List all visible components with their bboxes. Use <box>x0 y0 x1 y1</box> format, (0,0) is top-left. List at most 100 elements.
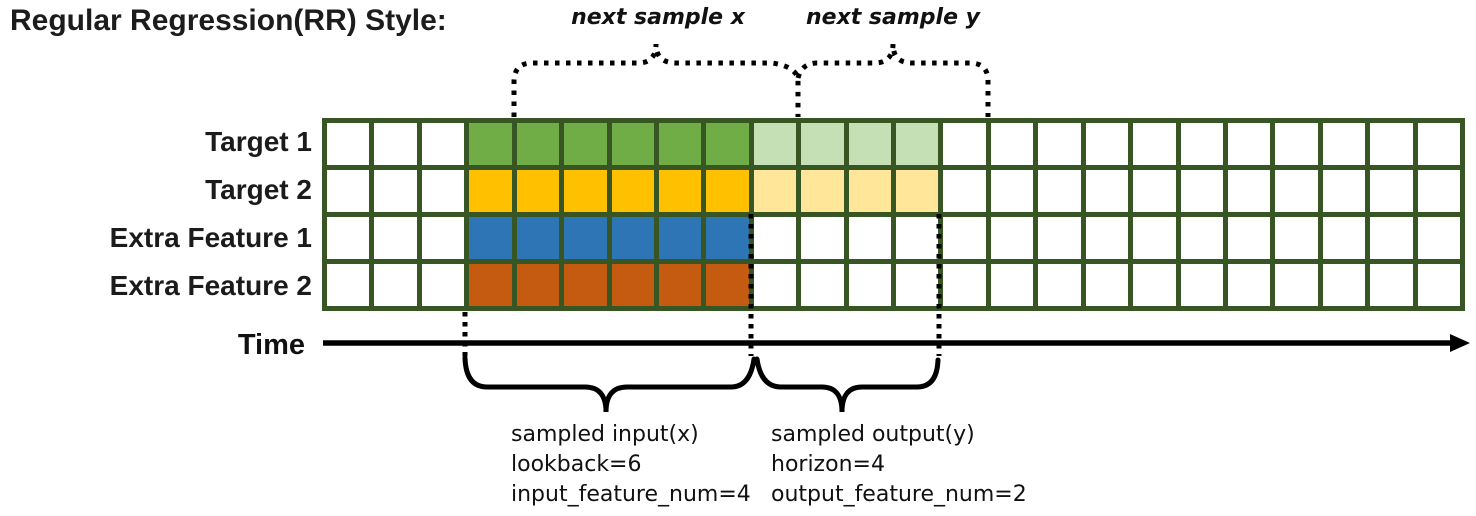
grid-cell-lightGreen <box>753 123 797 165</box>
grid-cell-white <box>1275 217 1318 259</box>
grid-cell-white <box>1275 170 1318 212</box>
grid-cell-white <box>1038 217 1081 259</box>
grid-cell-white <box>421 170 465 212</box>
grid-cell-white <box>1180 170 1223 212</box>
grid-cell-white <box>1180 217 1223 259</box>
sampled-output-brace <box>754 356 941 413</box>
grid-cell-white <box>1133 123 1176 165</box>
grid-cell-white <box>1417 264 1460 306</box>
grid-cell-white <box>374 123 417 165</box>
grid-cell-white <box>1180 123 1223 165</box>
next-sample-x-label: next sample x <box>571 5 745 30</box>
grid-cell-green <box>564 123 607 165</box>
diagram-title: Regular Regression(RR) Style: <box>10 4 447 37</box>
grid-cell-white <box>801 264 844 306</box>
grid-cell-white <box>1370 217 1413 259</box>
grid-cell-green <box>611 123 654 165</box>
grid-cell-green <box>658 123 702 165</box>
row-label-target-2: Target 2 <box>205 174 312 205</box>
grid-cell-lightYellow <box>753 170 797 212</box>
grid-cell-white <box>1417 217 1460 259</box>
grid-cell-white <box>1322 217 1366 259</box>
grid-cell-white <box>943 123 986 165</box>
grid-cell-white <box>1227 123 1271 165</box>
grid-cell-white <box>421 123 465 165</box>
grid-cell-yellow <box>658 170 702 212</box>
grid-cell-white <box>1275 123 1318 165</box>
grid-cell-white <box>1275 264 1318 306</box>
grid-cell-white <box>1133 170 1176 212</box>
grid-cell-blue <box>516 217 560 259</box>
grid-cell-white <box>374 170 417 212</box>
grid-cell-white <box>1370 123 1413 165</box>
time-axis-label: Time <box>237 329 305 361</box>
grid-cell-green <box>516 123 560 165</box>
grid-cell-white <box>421 264 465 306</box>
grid-cell-yellow <box>564 170 607 212</box>
next-sample-y-brace <box>795 43 991 117</box>
grid-cell-yellow <box>469 170 512 212</box>
grid-cell-white <box>1322 264 1366 306</box>
grid-cell-white <box>1085 217 1129 259</box>
grid-cell-yellow <box>611 170 654 212</box>
grid-cell-white <box>1038 170 1081 212</box>
grid-cell-white <box>1133 217 1176 259</box>
sampled-output-annotation: sampled output(y) horizon=4 output_featu… <box>771 420 1027 510</box>
grid-cell-white <box>1370 264 1413 306</box>
grid-cell-lightYellow <box>848 170 891 212</box>
grid-cell-blue <box>611 217 654 259</box>
grid-cell-white <box>943 217 986 259</box>
grid-cell-white <box>1370 170 1413 212</box>
grid-cell-white <box>1417 170 1460 212</box>
grid-cell-white <box>1085 123 1129 165</box>
input-feature-num-value: input_feature_num=4 <box>511 482 751 507</box>
grid-cell-blue <box>706 217 749 259</box>
sampled-input-title: sampled input(x) <box>511 422 699 447</box>
grid-cell-orange <box>564 264 607 306</box>
sampled-output-title: sampled output(y) <box>771 422 975 447</box>
grid-cell-lightYellow <box>801 170 844 212</box>
grid-cell-white <box>990 264 1034 306</box>
grid-cell-white <box>327 123 370 165</box>
next-sample-y-label: next sample y <box>805 5 981 30</box>
lookback-value: lookback=6 <box>511 452 642 477</box>
grid-cell-orange <box>611 264 654 306</box>
grid-cell-white <box>374 217 417 259</box>
grid-cell-white <box>753 264 797 306</box>
grid-cell-white <box>990 217 1034 259</box>
grid-cell-blue <box>658 217 702 259</box>
grid-cell-white <box>1227 264 1271 306</box>
grid-cell-white <box>990 123 1034 165</box>
horizon-value: horizon=4 <box>771 452 885 477</box>
grid-cell-white <box>1322 170 1366 212</box>
grid-cell-white <box>1085 264 1129 306</box>
grid-cell-green <box>706 123 749 165</box>
grid-cell-white <box>1085 170 1129 212</box>
grid-cell-orange <box>469 264 512 306</box>
grid-cell-white <box>421 217 465 259</box>
grid-cell-white <box>1038 264 1081 306</box>
grid-cell-white <box>848 217 891 259</box>
grid-cell-white <box>1227 170 1271 212</box>
grid-cell-white <box>327 217 370 259</box>
grid-cell-orange <box>706 264 749 306</box>
grid-cell-white <box>848 264 891 306</box>
grid-cell-white <box>1322 123 1366 165</box>
grid-cell-blue <box>469 217 512 259</box>
grid-cell-white <box>801 217 844 259</box>
grid-cell-lightGreen <box>801 123 844 165</box>
grid-cell-white <box>896 264 939 306</box>
next-sample-x-brace <box>511 43 801 117</box>
grid-cell-white <box>1417 123 1460 165</box>
grid-cell-lightGreen <box>848 123 891 165</box>
grid-cell-white <box>1227 217 1271 259</box>
grid-cell-white <box>1180 264 1223 306</box>
grid-cell-white <box>327 170 370 212</box>
grid-cell-white <box>896 217 939 259</box>
grid-cell-white <box>1038 123 1081 165</box>
grid-cell-white <box>1133 264 1176 306</box>
grid-cell-orange <box>516 264 560 306</box>
row-label-target-1: Target 1 <box>205 126 312 157</box>
grid-cell-white <box>943 170 986 212</box>
